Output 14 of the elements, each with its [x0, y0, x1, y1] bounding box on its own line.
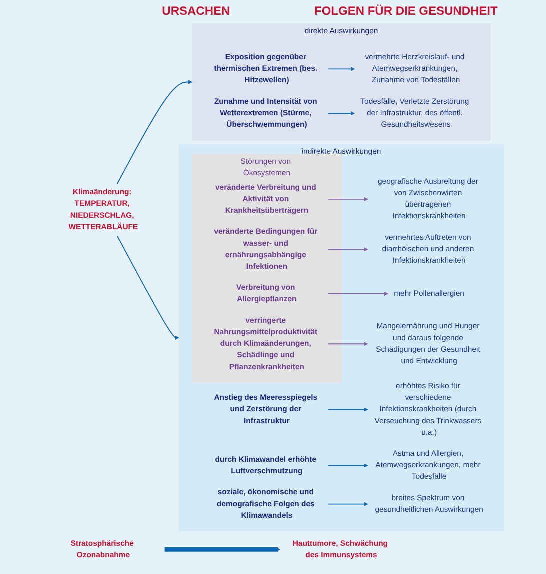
arrow [116, 80, 193, 184]
arrow [328, 67, 355, 72]
column-heading: FOLGEN FÜR DIE GESUNDHEIT [314, 4, 498, 18]
arrow [328, 292, 389, 296]
column-heading: URSACHEN [162, 4, 230, 18]
arrow [328, 248, 368, 252]
arrow [164, 548, 280, 552]
arrow [328, 342, 368, 346]
arrow [328, 502, 368, 506]
arrow [116, 236, 180, 340]
arrow [328, 464, 368, 468]
arrow [328, 111, 355, 116]
arrow [328, 408, 368, 412]
arrow [328, 197, 368, 202]
